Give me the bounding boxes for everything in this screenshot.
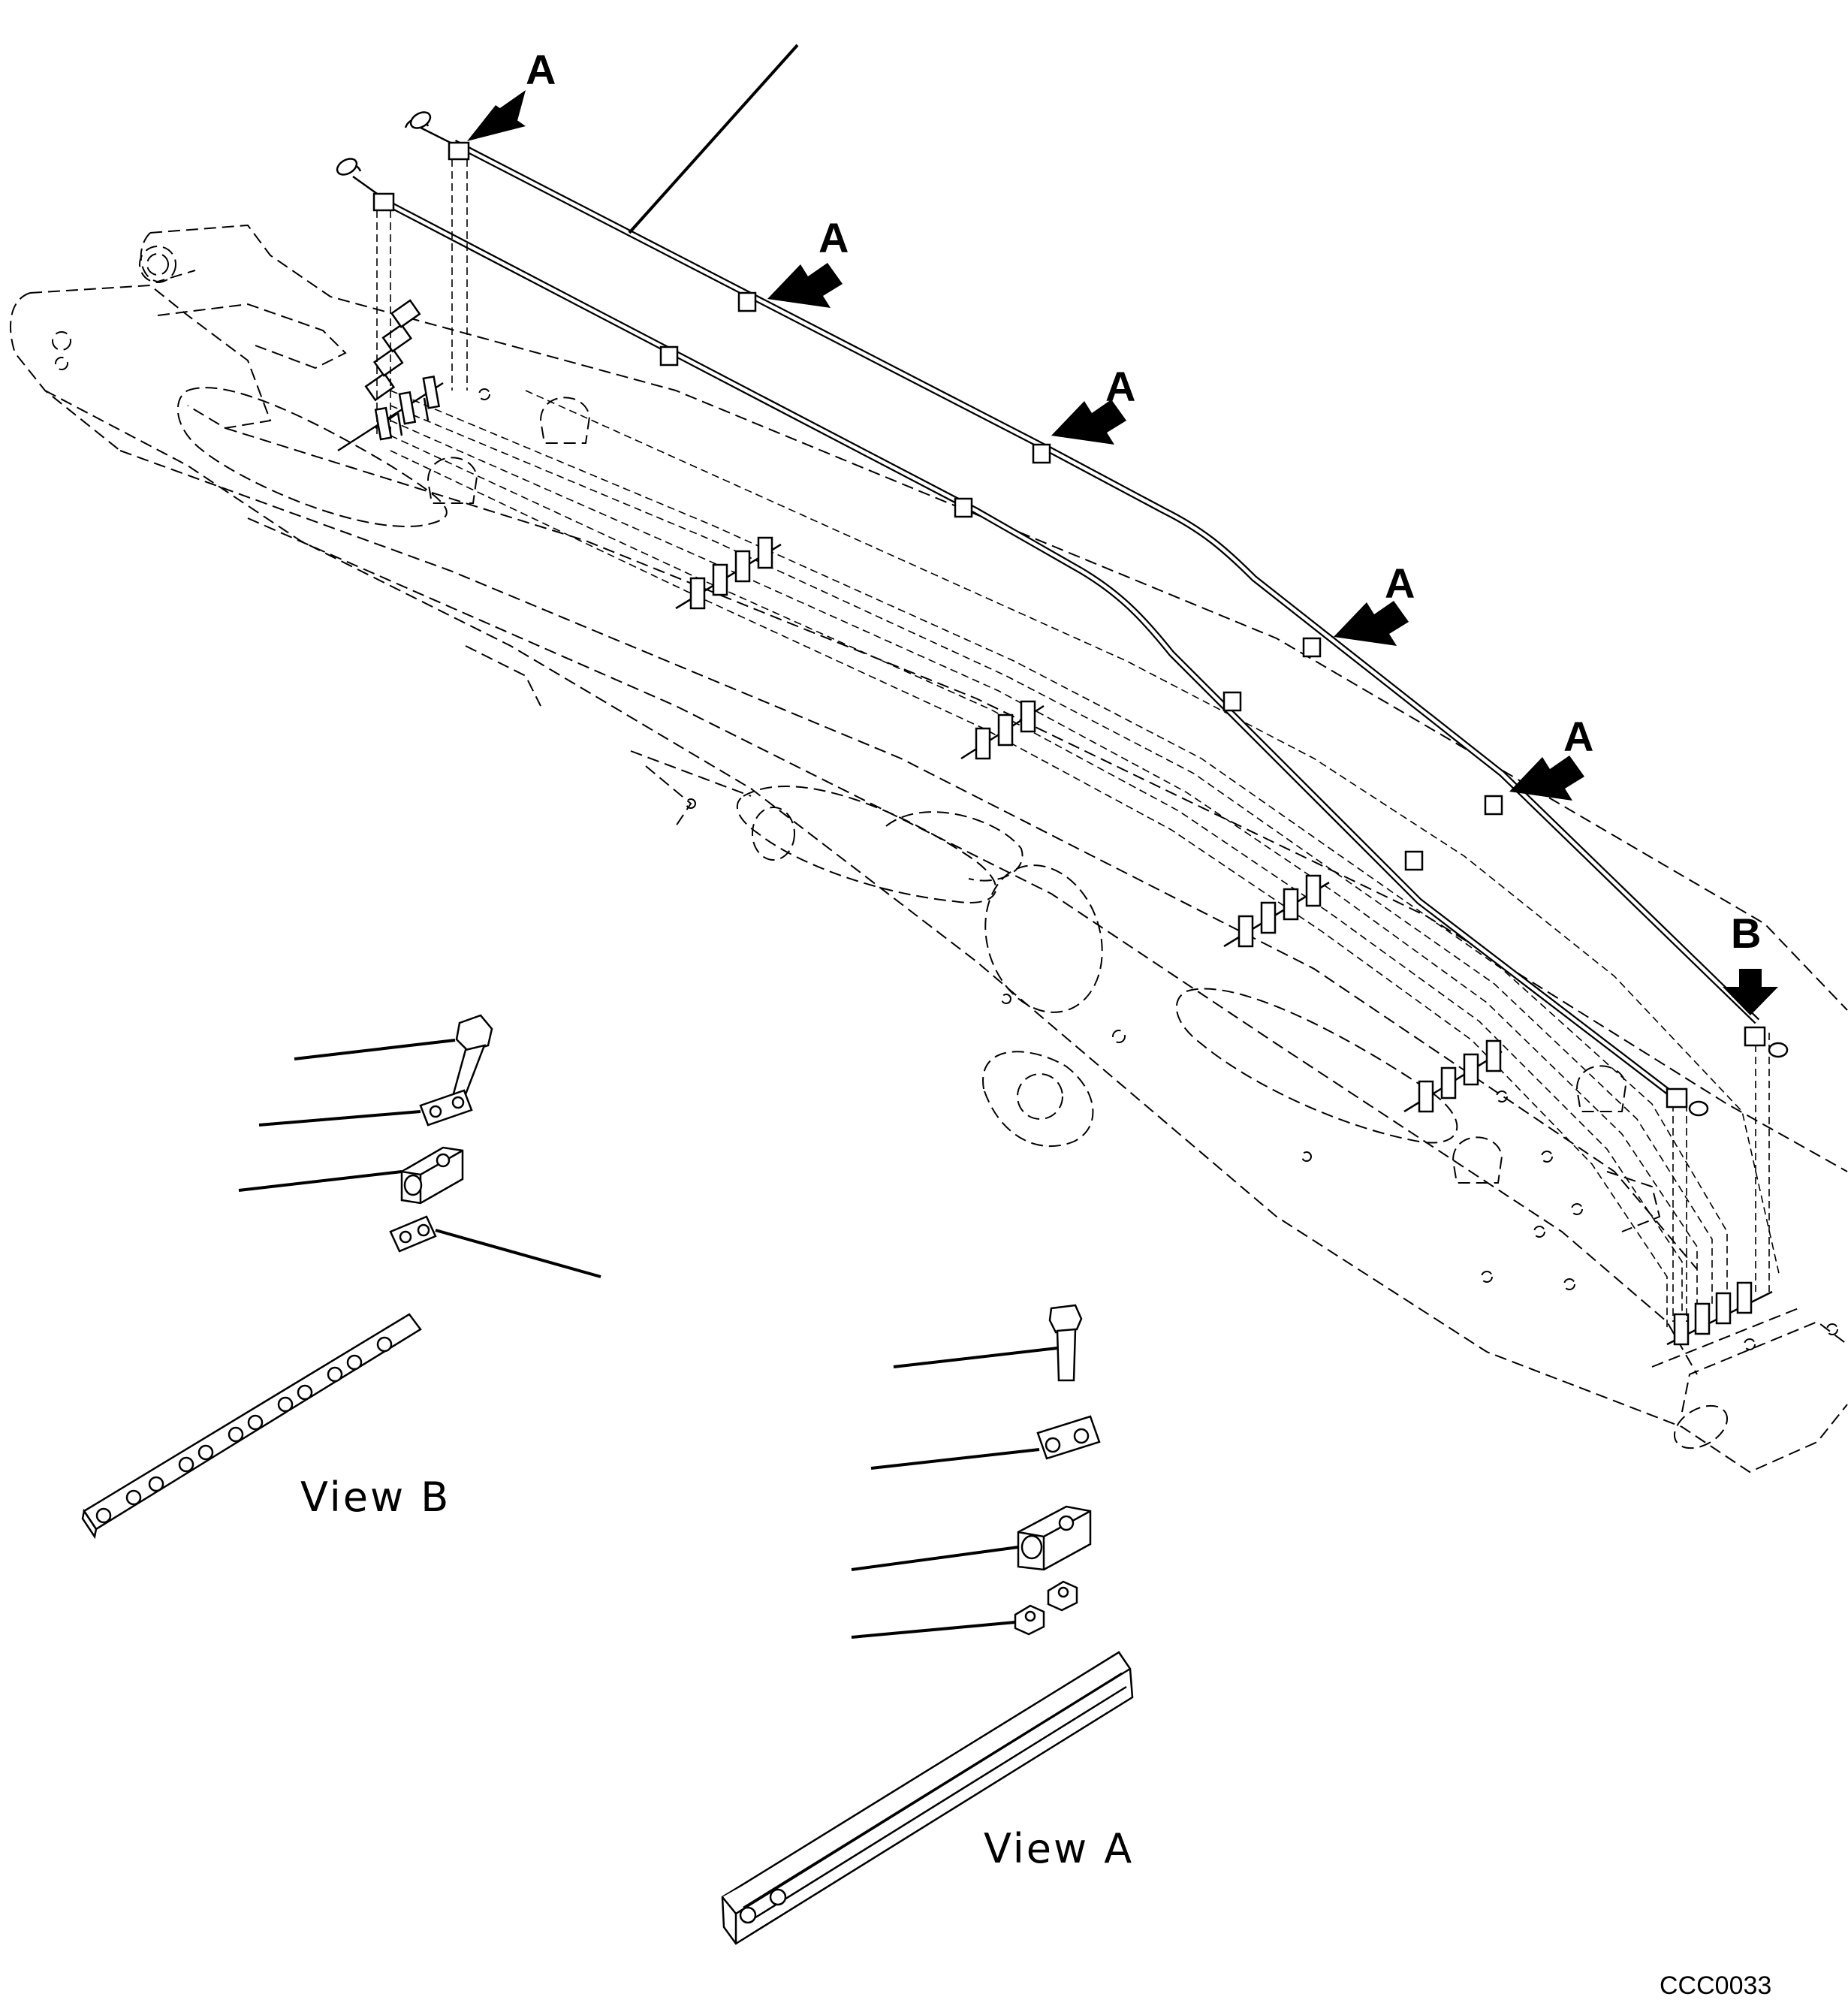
hose-bundle-dashed [390,390,1780,1329]
clamp-block-group-4 [1223,874,1330,948]
callout-arrow-a-2: A [767,214,849,308]
clamp-block-group-5 [1403,1039,1503,1113]
clamp-block-group-tip [1666,1281,1773,1346]
tube-end-fittings-tip [1688,1042,1789,1117]
upper-tube-line [452,140,1760,1024]
boom-fastener-dots [478,388,1838,1350]
boom-outline [10,224,1848,1474]
tube-clamps [659,291,1766,1109]
callout-arrow-a-1: A [467,46,556,141]
callout-arrow-a-4: A [1334,560,1415,646]
tube-leader-line [628,44,799,234]
callout-label-a-2: A [818,214,849,261]
callout-label-a-4: A [1385,560,1415,607]
clamp-block-group-3 [960,700,1045,760]
view-b-title: View B [300,1474,451,1521]
view-a-channel-rail [721,1651,1134,1945]
tube-end-fittings-left [336,111,470,212]
view-a-plate [870,1415,1101,1470]
view-a-nuts [851,1580,1078,1639]
view-a-bolt [893,1304,1083,1382]
callout-arrow-b: B [1723,909,1778,1015]
clamp-block-group-2 [675,536,782,610]
view-a-clamp-body [851,1505,1092,1571]
figure-id: CCC0033 [1660,1971,1771,2000]
callout-arrow-a-3: A [1051,363,1135,445]
view-b-rail [81,1313,422,1540]
callout-arrow-a-5: A [1509,713,1593,801]
tube-drop-lines [376,159,1770,1322]
view-b-upper-plate [258,1089,473,1127]
view-b-rail-fasteners [95,1336,393,1524]
view-b-clamp-body [238,1146,464,1205]
clamp-block-group-1 [337,299,444,452]
callout-label-a-1: A [526,46,556,93]
callout-label-a-3: A [1105,363,1135,410]
lower-tube-line [377,196,1677,1100]
view-a-title: View A [984,1825,1134,1872]
callout-label-b: B [1731,909,1761,957]
view-b-lower-plate [389,1215,601,1278]
callout-label-a-5: A [1563,713,1593,760]
